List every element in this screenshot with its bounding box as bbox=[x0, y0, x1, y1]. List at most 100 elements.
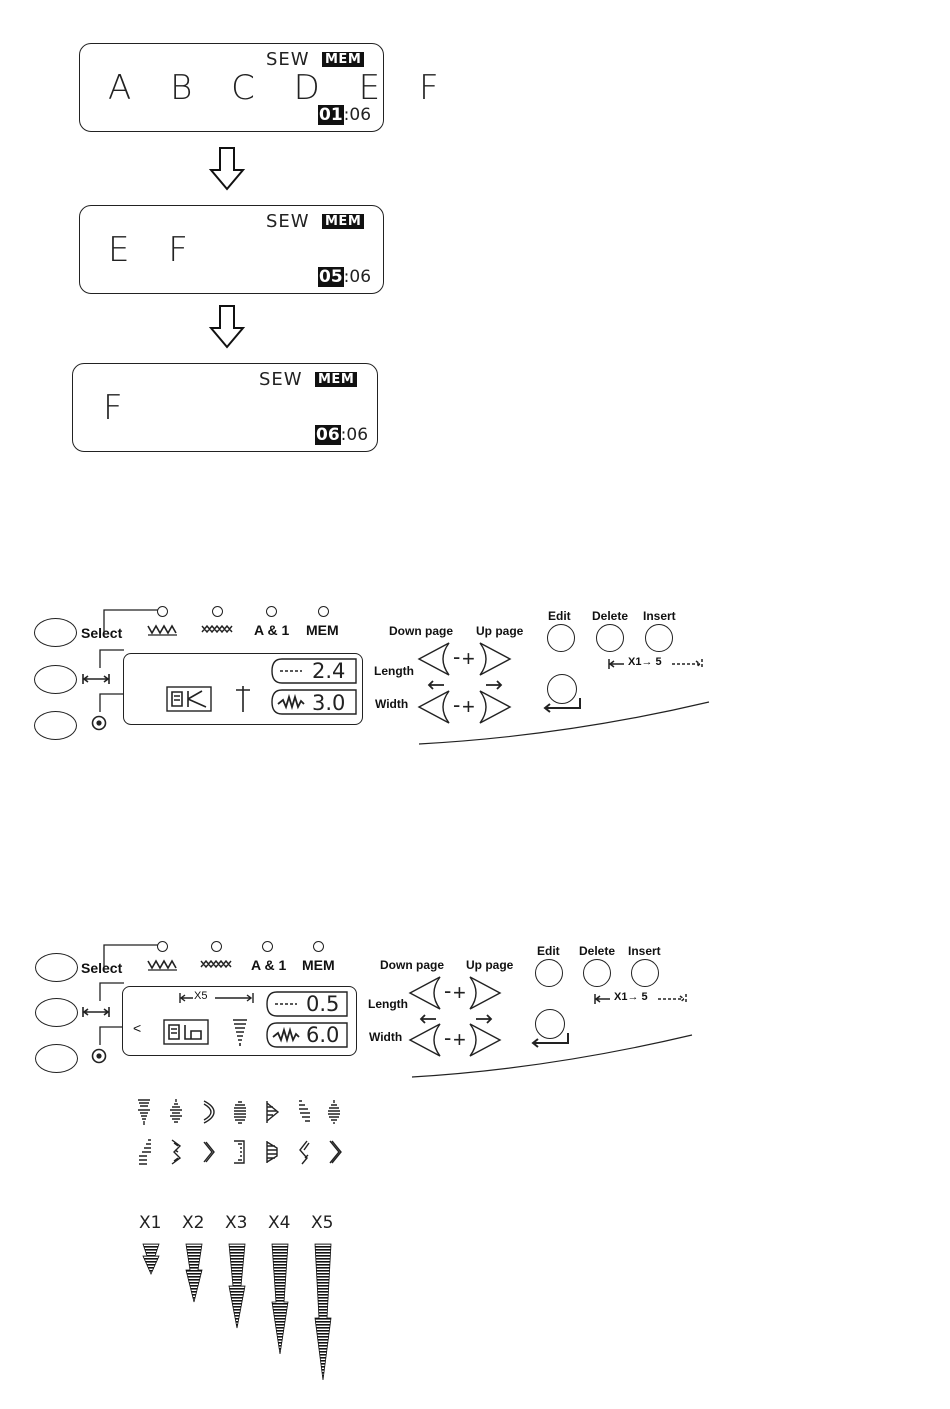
stitch-sequence: E F bbox=[108, 230, 202, 270]
center-button[interactable] bbox=[35, 1044, 78, 1073]
mode-label: SEW bbox=[259, 369, 303, 390]
delete-label: Delete bbox=[579, 944, 615, 958]
insert-button[interactable] bbox=[631, 959, 659, 987]
width-label: Width bbox=[369, 1030, 402, 1044]
pattern-9-icon bbox=[172, 1140, 180, 1164]
counter-total: 06 bbox=[349, 105, 371, 125]
repeat-button[interactable] bbox=[34, 665, 77, 694]
elongation-label-5: X5 bbox=[311, 1213, 333, 1233]
mem-badge: MEM bbox=[322, 214, 364, 229]
mode-led-memory bbox=[313, 941, 324, 952]
length-increase-button[interactable] bbox=[476, 641, 514, 677]
elongation-label-1: X1 bbox=[139, 1213, 161, 1233]
elongation-arrows bbox=[135, 1240, 355, 1390]
elongation-arrow-x2-icon bbox=[186, 1244, 202, 1302]
counter-current: 01 bbox=[318, 105, 344, 125]
insert-button[interactable] bbox=[645, 624, 673, 652]
lcd-display-1: A B C D E F SEW MEM 01:06 bbox=[79, 43, 384, 132]
mode-led-utility bbox=[157, 606, 168, 617]
counter-current: 05 bbox=[318, 267, 344, 287]
repeat-range-icon bbox=[81, 1005, 111, 1019]
elongation-arrow-x3-icon bbox=[229, 1244, 245, 1328]
down-page-label: Down page bbox=[380, 958, 444, 972]
panel-edge-line bbox=[408, 1031, 698, 1081]
repeat-indicator-label: X1→ 5 bbox=[614, 991, 648, 1003]
mode-led-decorative bbox=[212, 606, 223, 617]
edit-button[interactable] bbox=[547, 624, 575, 652]
delete-button[interactable] bbox=[596, 624, 624, 652]
mode-label: SEW bbox=[266, 49, 310, 70]
lcd-display-2: E F SEW MEM 05:06 bbox=[79, 205, 384, 294]
insert-label: Insert bbox=[628, 944, 661, 958]
pattern-4-icon bbox=[234, 1102, 246, 1123]
delete-label: Delete bbox=[592, 609, 628, 623]
mode-led-utility bbox=[157, 941, 168, 952]
mode-label-alphabet: A & 1 bbox=[254, 622, 289, 638]
insert-label: Insert bbox=[643, 609, 676, 623]
utility-stitch-icon bbox=[146, 958, 180, 972]
panel-lcd-screen: X5 < 0.5 6.0 bbox=[122, 986, 357, 1056]
counter-total: 06 bbox=[349, 267, 371, 287]
delete-button[interactable] bbox=[583, 959, 611, 987]
pattern-5-icon bbox=[267, 1101, 278, 1123]
width-value: 6.0 bbox=[306, 1023, 339, 1047]
length-increase-button[interactable] bbox=[466, 975, 504, 1011]
mode-led-alphabet bbox=[266, 606, 277, 617]
presser-foot-icon bbox=[163, 1019, 213, 1047]
screen-repeat-label: X5 bbox=[194, 990, 207, 1002]
edit-label: Edit bbox=[537, 944, 560, 958]
position-counter: 05:06 bbox=[318, 267, 371, 287]
mem-badge: MEM bbox=[322, 52, 364, 67]
control-panel-1: Select A & 1 MEM bbox=[0, 590, 720, 760]
pattern-10-icon bbox=[204, 1142, 214, 1162]
up-page-label: Up page bbox=[466, 958, 513, 972]
decorative-stitch-icon bbox=[199, 958, 233, 972]
center-needle-icon bbox=[90, 714, 108, 732]
counter-current: 06 bbox=[315, 425, 341, 445]
counter-total: 06 bbox=[346, 425, 368, 445]
elongation-arrow-x5-icon bbox=[315, 1244, 331, 1380]
edit-label: Edit bbox=[548, 609, 571, 623]
edit-button[interactable] bbox=[535, 959, 563, 987]
select-button[interactable] bbox=[35, 953, 78, 982]
elongation-arrow-x4-icon bbox=[272, 1244, 288, 1354]
length-decrease-button[interactable] bbox=[415, 641, 453, 677]
utility-stitch-icon bbox=[146, 623, 180, 637]
pattern-13-icon bbox=[300, 1141, 309, 1164]
pattern-11-icon bbox=[234, 1141, 244, 1163]
mode-label-memory: MEM bbox=[302, 957, 335, 973]
presser-foot-icon bbox=[166, 686, 216, 714]
elongation-label-3: X3 bbox=[225, 1213, 247, 1233]
mem-badge: MEM bbox=[315, 372, 357, 387]
length-plus: + bbox=[462, 646, 475, 672]
select-button[interactable] bbox=[34, 618, 77, 647]
pattern-1-icon bbox=[138, 1100, 150, 1125]
repeat-button[interactable] bbox=[35, 998, 78, 1027]
down-page-label: Down page bbox=[389, 624, 453, 638]
length-minus: - bbox=[444, 978, 451, 1004]
elongation-arrow-x1-icon bbox=[143, 1244, 159, 1274]
length-minus: - bbox=[453, 644, 460, 670]
elongation-label-4: X4 bbox=[268, 1213, 290, 1233]
repeat-indicator: X1→ 5 bbox=[608, 656, 708, 672]
down-arrow-icon bbox=[207, 304, 247, 350]
pattern-8-icon bbox=[139, 1140, 151, 1164]
stitch-sequence: F bbox=[103, 388, 137, 428]
center-needle-icon bbox=[90, 1047, 108, 1065]
mode-label-alphabet: A & 1 bbox=[251, 957, 286, 973]
center-button[interactable] bbox=[34, 711, 77, 740]
repeat-range-icon bbox=[81, 672, 111, 686]
panel-lcd-screen: 2.4 3.0 bbox=[123, 653, 363, 725]
panel-edge-line bbox=[415, 698, 715, 748]
mode-label-memory: MEM bbox=[306, 622, 339, 638]
mode-label: SEW bbox=[266, 211, 310, 232]
screen-left-marker: < bbox=[133, 1020, 141, 1036]
pattern-2-icon bbox=[170, 1099, 182, 1122]
position-counter: 01:06 bbox=[318, 105, 371, 125]
pattern-3-icon bbox=[204, 1101, 214, 1123]
length-plus: + bbox=[453, 980, 466, 1006]
control-panel-2: Select A & 1 MEM X5 < bbox=[0, 925, 720, 1095]
length-decrease-button[interactable] bbox=[406, 975, 444, 1011]
mode-led-decorative bbox=[211, 941, 222, 952]
pattern-7-icon bbox=[328, 1100, 340, 1124]
